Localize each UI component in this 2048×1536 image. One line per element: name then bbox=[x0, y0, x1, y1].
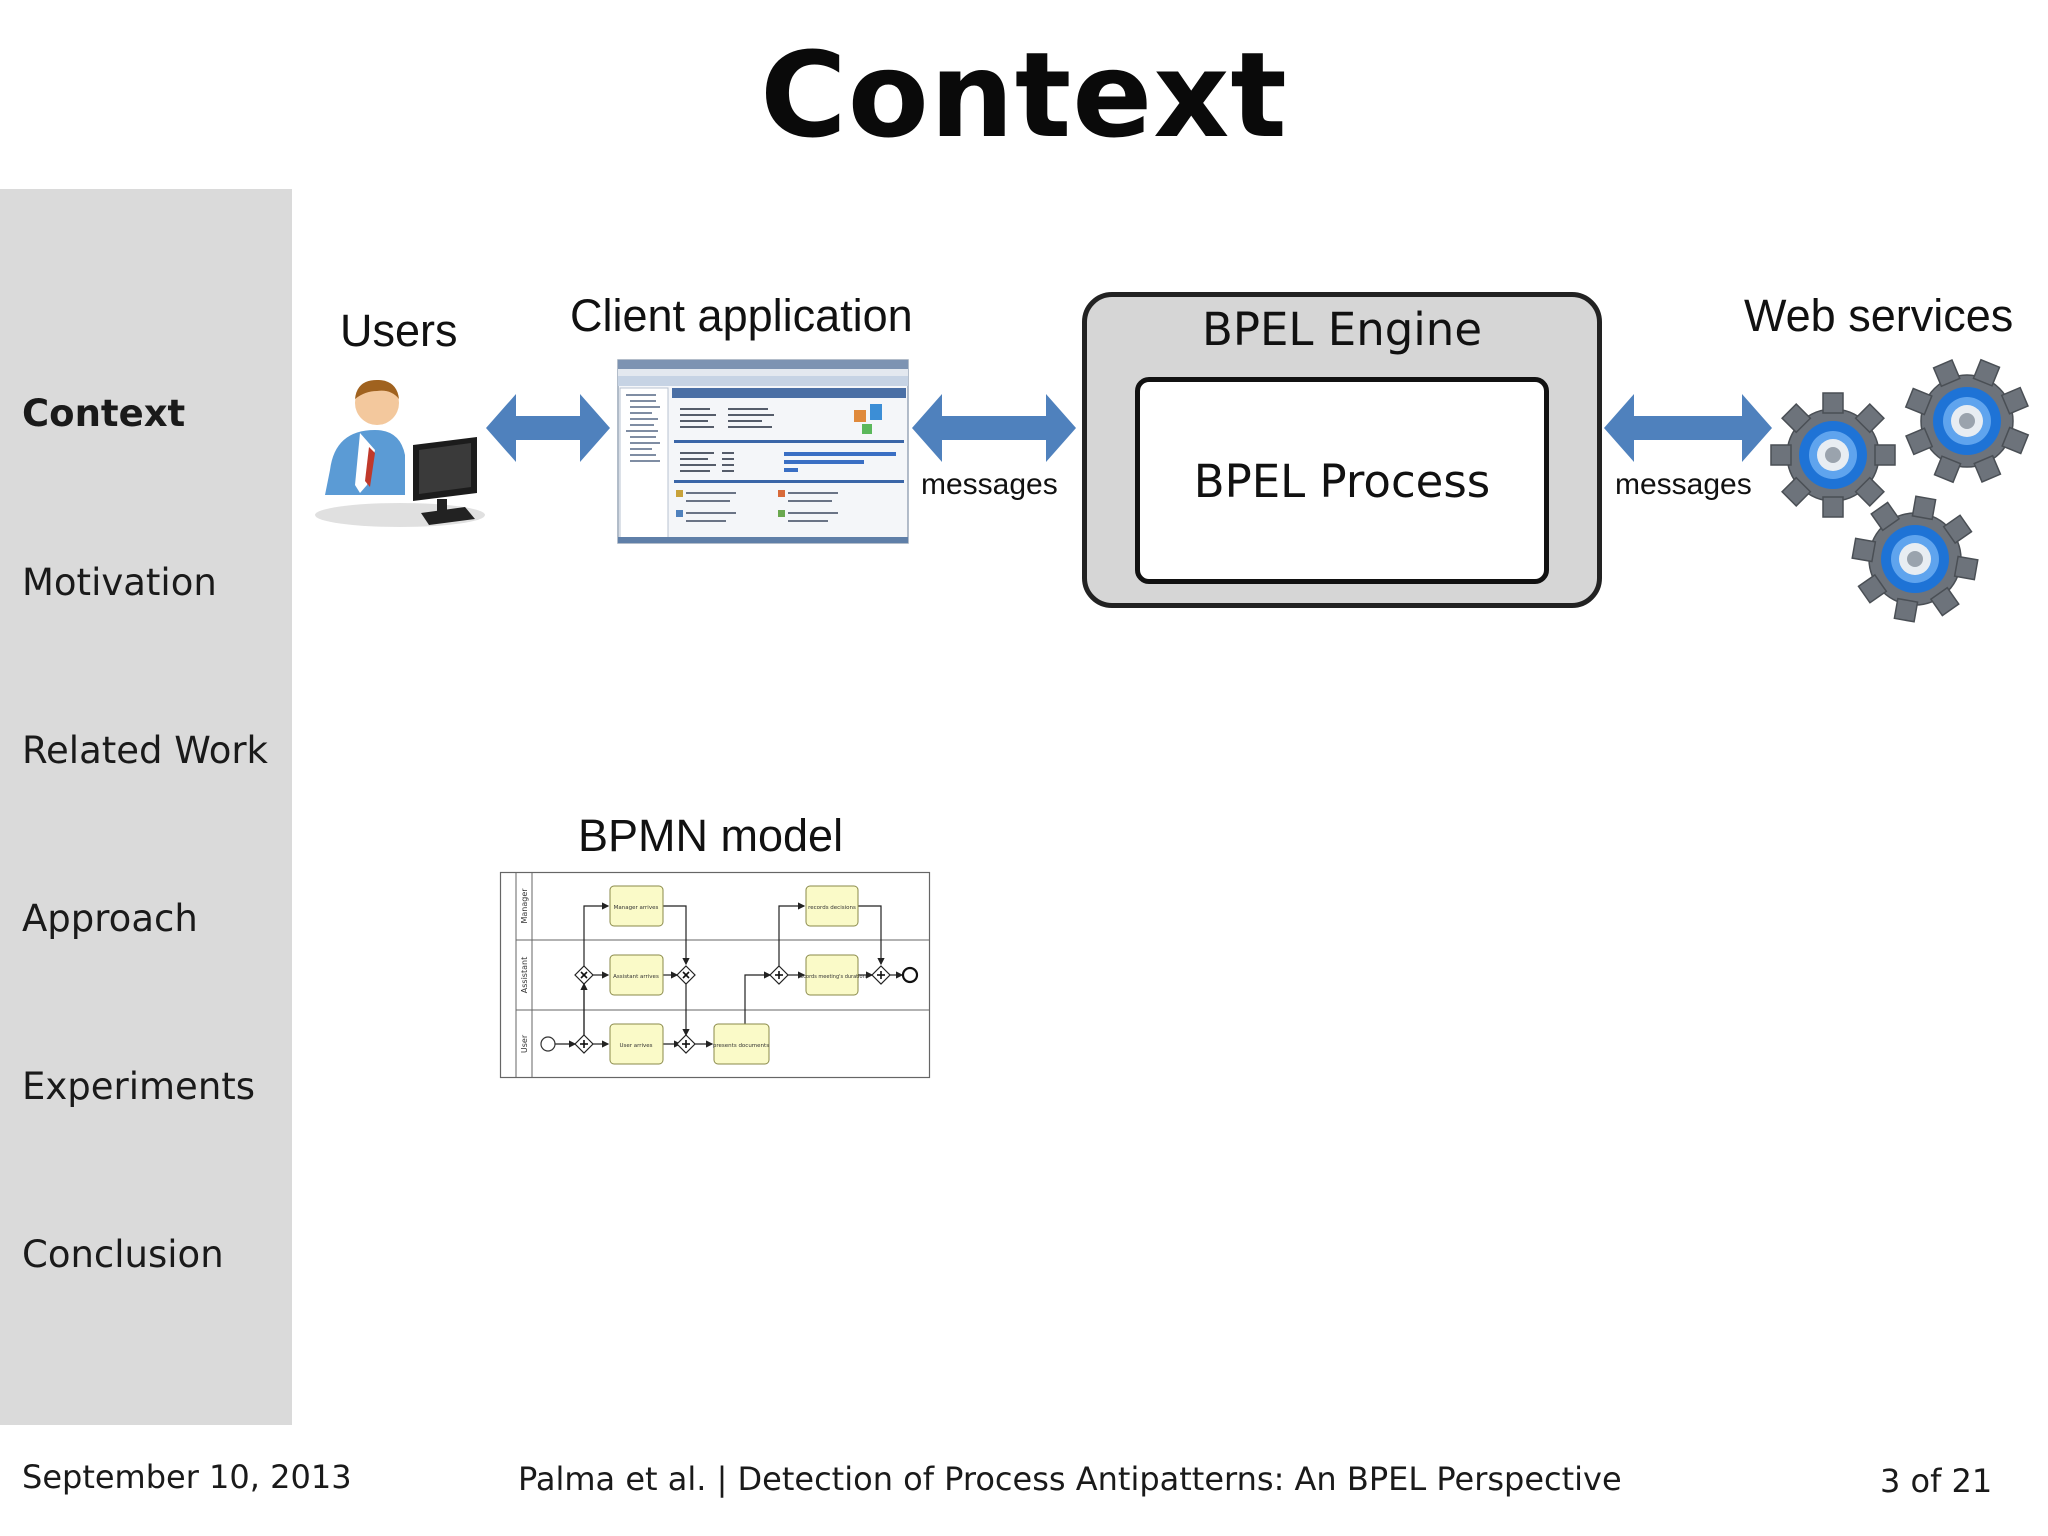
sidebar-item-motivation[interactable]: Motivation bbox=[22, 561, 217, 604]
bpel-process-box: BPEL Process bbox=[1135, 377, 1549, 584]
gear-icon bbox=[1904, 358, 2030, 484]
users-label: Users bbox=[340, 305, 458, 356]
sidebar-item-approach[interactable]: Approach bbox=[22, 897, 198, 940]
client-engine-arrow-icon bbox=[912, 394, 1076, 462]
sidebar-item-related-work[interactable]: Related Work bbox=[22, 729, 268, 772]
bpel-process-label: BPEL Process bbox=[1193, 455, 1491, 508]
sidebar-item-context[interactable]: Context bbox=[22, 392, 186, 435]
footer-date: September 10, 2013 bbox=[22, 1458, 352, 1496]
slide-title: Context bbox=[760, 26, 1288, 164]
sidebar-item-experiments[interactable]: Experiments bbox=[22, 1065, 256, 1108]
bpmn-model-diagram: Manager Assistant User bbox=[499, 871, 931, 1079]
bpmn-lane-user: User bbox=[520, 1034, 529, 1053]
sidebar: Context Motivation Related Work Approach… bbox=[0, 189, 292, 1425]
client-application-label: Client application bbox=[570, 290, 913, 341]
bpmn-task-user-arrives: User arrives bbox=[619, 1043, 652, 1049]
bpmn-task-records-duration: records meeting's duration bbox=[798, 974, 866, 980]
messages-left-label: messages bbox=[921, 468, 1058, 501]
messages-right-label: messages bbox=[1615, 468, 1752, 501]
bpmn-task-manager-arrives: Manager arrives bbox=[614, 905, 659, 911]
footer-citation: Palma et al. | Detection of Process Anti… bbox=[518, 1460, 1622, 1498]
users-client-arrow-icon bbox=[486, 394, 610, 462]
gear-icon bbox=[1851, 495, 1979, 623]
user-computer-icon bbox=[315, 379, 485, 527]
bpel-engine-box: BPEL Engine BPEL Process bbox=[1082, 292, 1602, 608]
bpel-engine-label: BPEL Engine bbox=[1201, 303, 1483, 356]
bpmn-task-records-decisions: records decisions bbox=[808, 905, 856, 911]
bpmn-model-label: BPMN model bbox=[578, 810, 844, 861]
bpmn-task-presents-documents: presents documents bbox=[713, 1043, 769, 1049]
engine-services-arrow-icon bbox=[1604, 394, 1772, 462]
bpmn-lane-manager: Manager bbox=[520, 888, 529, 924]
web-services-label: Web services bbox=[1744, 290, 2014, 341]
bpmn-task-assistant-arrives: Assistant arrives bbox=[613, 974, 659, 980]
sidebar-item-conclusion[interactable]: Conclusion bbox=[22, 1233, 224, 1276]
bpmn-lane-assistant: Assistant bbox=[520, 957, 529, 993]
client-application-screenshot bbox=[617, 359, 909, 544]
footer-page-number: 3 of 21 bbox=[1880, 1462, 1993, 1500]
gear-icon bbox=[1770, 392, 1896, 518]
